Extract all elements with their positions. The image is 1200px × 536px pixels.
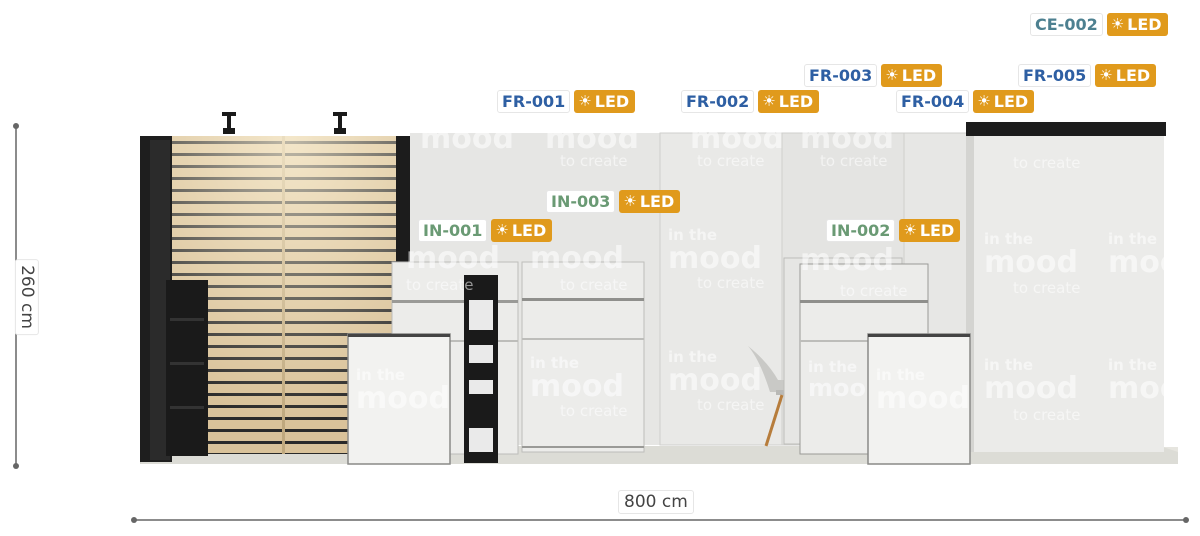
svg-text:mood: mood bbox=[984, 245, 1078, 280]
svg-text:in the: in the bbox=[1108, 230, 1157, 248]
fixture-code: FR-002 bbox=[681, 90, 755, 113]
led-badge: ☀LED bbox=[973, 90, 1035, 113]
svg-text:in the: in the bbox=[1108, 356, 1157, 374]
fixture-tag-fr-005[interactable]: FR-005 ☀LED bbox=[1018, 64, 1157, 87]
svg-text:to create: to create bbox=[820, 152, 887, 170]
fixture-code: FR-003 bbox=[804, 64, 878, 87]
svg-text:mood: mood bbox=[420, 121, 514, 156]
svg-text:mood: mood bbox=[406, 241, 500, 276]
height-dimension-label: 260 cm bbox=[14, 259, 39, 335]
fixture-code: IN-001 bbox=[418, 219, 488, 242]
sun-icon: ☀ bbox=[977, 92, 991, 110]
svg-text:to create: to create bbox=[697, 152, 764, 170]
left-frame-face bbox=[150, 140, 170, 460]
led-badge: ☀LED bbox=[1095, 64, 1157, 87]
svg-text:moo: moo bbox=[808, 374, 866, 402]
counter-watermarks: in the mood in the mood to create in the… bbox=[356, 241, 970, 420]
svg-text:mood: mood bbox=[800, 121, 894, 156]
svg-text:mood: mood bbox=[984, 371, 1078, 406]
led-badge: ☀LED bbox=[899, 219, 961, 242]
led-label: LED bbox=[919, 221, 955, 240]
sun-icon: ☀ bbox=[1099, 66, 1113, 84]
fixture-tag-in-001[interactable]: IN-001 ☀LED bbox=[418, 219, 553, 242]
sun-icon: ☀ bbox=[885, 66, 899, 84]
right-wall-panel bbox=[974, 136, 1164, 452]
fixture-code: FR-005 bbox=[1018, 64, 1092, 87]
svg-text:mood: mood bbox=[800, 243, 894, 278]
svg-text:moo: moo bbox=[1108, 245, 1180, 280]
svg-text:to create: to create bbox=[1013, 406, 1080, 424]
sun-icon: ☀ bbox=[1110, 15, 1125, 33]
svg-text:in the: in the bbox=[530, 354, 579, 372]
led-label: LED bbox=[639, 192, 675, 211]
svg-text:mood: mood bbox=[356, 381, 450, 416]
svg-text:mood: mood bbox=[545, 121, 639, 156]
svg-text:mood: mood bbox=[530, 241, 624, 276]
svg-text:mood: mood bbox=[690, 121, 784, 156]
width-dimension-line bbox=[131, 517, 1189, 523]
fixture-code: CE-002 bbox=[1030, 13, 1103, 36]
fixture-tag-fr-003[interactable]: FR-003 ☀LED bbox=[804, 64, 943, 87]
front-counter bbox=[347, 333, 451, 465]
right-wall-edge bbox=[966, 136, 974, 452]
svg-text:to create: to create bbox=[406, 276, 473, 294]
sun-icon: ☀ bbox=[495, 221, 509, 239]
svg-text:mood: mood bbox=[668, 241, 762, 276]
fixture-code: IN-003 bbox=[546, 190, 616, 213]
svg-text:in the: in the bbox=[668, 226, 717, 244]
fixture-tag-ce-002[interactable]: CE-002 ☀LED bbox=[1030, 13, 1168, 36]
sun-icon: ☀ bbox=[623, 192, 637, 210]
led-label: LED bbox=[993, 92, 1029, 111]
fixture-tag-fr-004[interactable]: FR-004 ☀LED bbox=[896, 90, 1035, 113]
led-badge: ☀LED bbox=[619, 190, 681, 213]
svg-text:to create: to create bbox=[840, 282, 907, 300]
svg-text:in the: in the bbox=[356, 366, 405, 384]
svg-text:moo: moo bbox=[1108, 371, 1180, 406]
led-badge: ☀LED bbox=[1106, 13, 1168, 36]
svg-text:to create: to create bbox=[1013, 154, 1080, 172]
fixture-code: IN-002 bbox=[826, 219, 896, 242]
width-dimension-label: 800 cm bbox=[618, 490, 694, 514]
wall-watermarks: mood mood mood mood to create to create … bbox=[420, 121, 1180, 424]
svg-text:in the: in the bbox=[668, 348, 717, 366]
svg-text:to create: to create bbox=[560, 402, 627, 420]
sun-icon: ☀ bbox=[762, 92, 776, 110]
fixture-tag-fr-002[interactable]: FR-002 ☀LED bbox=[681, 90, 820, 113]
led-label: LED bbox=[1127, 15, 1162, 34]
svg-text:mood: mood bbox=[530, 369, 624, 404]
fixture-code: FR-004 bbox=[896, 90, 970, 113]
led-label: LED bbox=[778, 92, 814, 111]
svg-text:in the: in the bbox=[808, 358, 857, 376]
svg-text:to create: to create bbox=[697, 274, 764, 292]
led-badge: ☀LED bbox=[758, 90, 820, 113]
back-wall-panel bbox=[659, 132, 783, 446]
fixture-tag-in-003[interactable]: IN-003 ☀LED bbox=[546, 190, 681, 213]
led-label: LED bbox=[901, 66, 937, 85]
svg-text:in the: in the bbox=[984, 356, 1033, 374]
tall-cabinet bbox=[521, 261, 645, 453]
svg-text:mood: mood bbox=[668, 363, 762, 398]
black-shelf-unit bbox=[166, 280, 208, 456]
led-badge: ☀LED bbox=[574, 90, 636, 113]
fixture-tag-in-002[interactable]: IN-002 ☀LED bbox=[826, 219, 961, 242]
fixture-tag-fr-001[interactable]: FR-001 ☀LED bbox=[497, 90, 636, 113]
ceiling-beam bbox=[966, 122, 1166, 136]
svg-text:in the: in the bbox=[876, 366, 925, 384]
spotlight-icon bbox=[333, 112, 347, 134]
sun-icon: ☀ bbox=[578, 92, 592, 110]
led-badge: ☀LED bbox=[491, 219, 553, 242]
svg-text:mood: mood bbox=[876, 381, 970, 416]
svg-text:to create: to create bbox=[560, 152, 627, 170]
svg-text:to create: to create bbox=[560, 276, 627, 294]
led-label: LED bbox=[511, 221, 547, 240]
svg-text:to create: to create bbox=[697, 396, 764, 414]
fixture-code: FR-001 bbox=[497, 90, 571, 113]
led-label: LED bbox=[1115, 66, 1151, 85]
led-badge: ☀LED bbox=[881, 64, 943, 87]
svg-text:in the: in the bbox=[984, 230, 1033, 248]
svg-text:to create: to create bbox=[1013, 279, 1080, 297]
sun-icon: ☀ bbox=[903, 221, 917, 239]
spotlight-icon bbox=[222, 112, 236, 134]
led-label: LED bbox=[594, 92, 630, 111]
